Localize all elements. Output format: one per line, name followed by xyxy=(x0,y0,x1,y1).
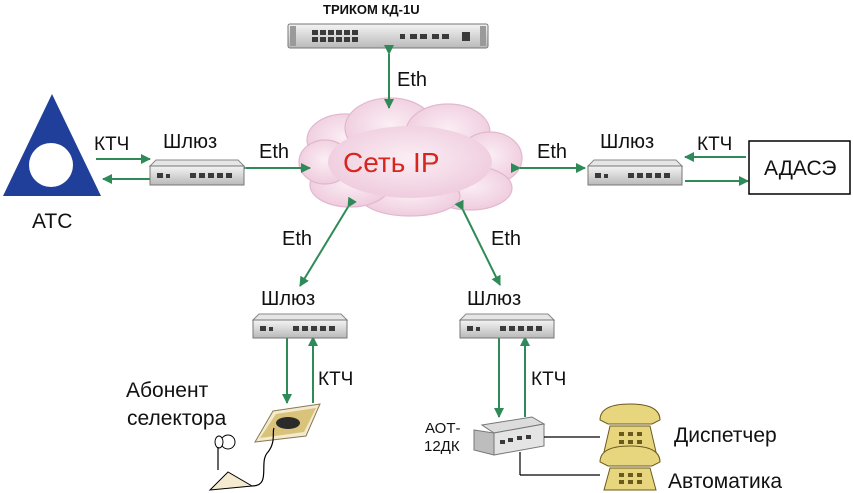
eth-label-right: Eth xyxy=(537,141,567,163)
phone-icon-automation xyxy=(599,445,661,491)
adase-node: АДАСЭ xyxy=(748,140,851,195)
gateway-device-left xyxy=(148,159,246,186)
trikom-server: ТРИКОМ КД-1U xyxy=(287,2,489,49)
server-label: ТРИКОМ КД-1U xyxy=(323,2,420,17)
subscriber-label-line1: Абонент xyxy=(126,379,209,402)
ktch-label-left: КТЧ xyxy=(94,134,129,155)
eth-label-left: Eth xyxy=(259,141,289,163)
aot-label-line2: 12ДК xyxy=(424,438,460,455)
ip-network-cloud: Сеть IP xyxy=(298,97,523,217)
arrow-network-bottom-left-gateway xyxy=(299,196,357,287)
eth-label-bottom-right: Eth xyxy=(491,228,521,250)
gateway-label-bottom-right: Шлюз xyxy=(467,288,521,310)
ats-label: АТС xyxy=(32,210,72,233)
gateway-label-right: Шлюз xyxy=(600,131,654,153)
gateway-label-left: Шлюз xyxy=(163,131,217,153)
gateway-device-bottom-left xyxy=(251,313,349,339)
network-label: Сеть IP xyxy=(343,147,440,178)
automation-label: Автоматика xyxy=(668,470,782,493)
gateway-label-bottom-left: Шлюз xyxy=(261,288,315,310)
ktch-label-bottom-right: КТЧ xyxy=(531,369,566,390)
arrow-network-bottom-right-gateway xyxy=(454,199,501,286)
ats-node: АТС xyxy=(3,94,101,233)
gateway-device-right xyxy=(586,159,684,186)
eth-label-bottom-left: Eth xyxy=(282,228,312,250)
arrows xyxy=(96,45,749,418)
dispatcher-label: Диспетчер xyxy=(674,424,777,447)
eth-label-top: Eth xyxy=(397,69,427,91)
subscriber-label-line2: селектора xyxy=(127,407,227,430)
ktch-label-bottom-left: КТЧ xyxy=(318,369,353,390)
phone-icon-dispatcher xyxy=(599,403,661,453)
aot-label-line1: АОТ- xyxy=(425,420,461,437)
subscriber-selector: Абонент селектора xyxy=(126,379,321,491)
aot-device: АОТ- 12ДК xyxy=(424,416,600,476)
gateway-device-bottom-right xyxy=(458,313,556,339)
ktch-label-right: КТЧ xyxy=(697,134,732,155)
adase-label: АДАСЭ xyxy=(764,157,837,180)
